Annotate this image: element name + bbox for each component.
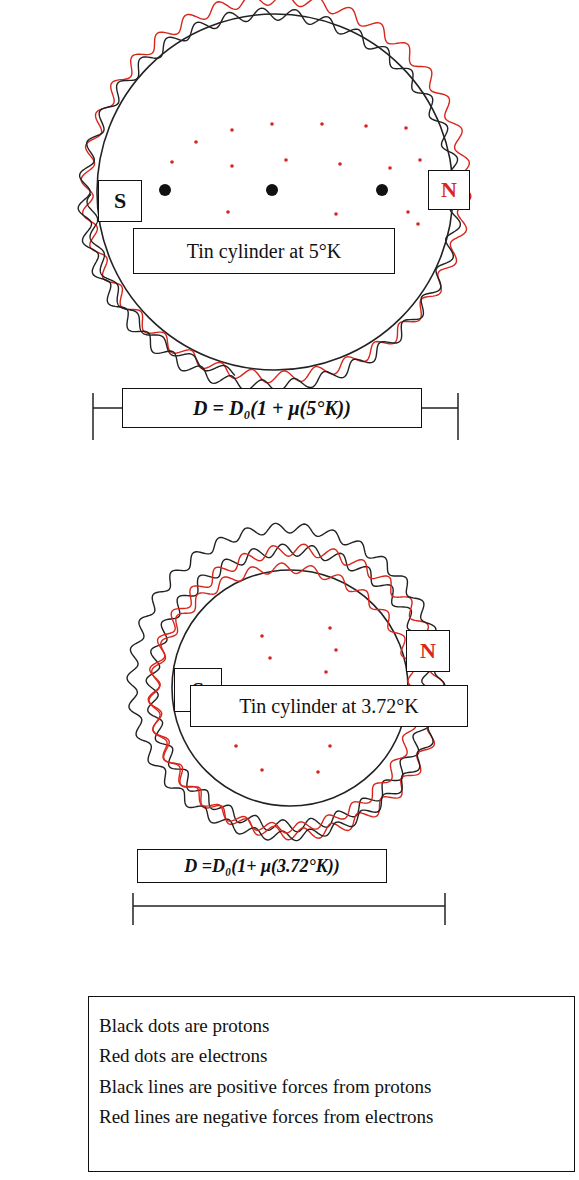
force-lines bbox=[78, 0, 471, 392]
legend-text: Black dots are protons bbox=[99, 1011, 269, 1041]
pole-box: S bbox=[98, 180, 142, 222]
electron-dot bbox=[270, 122, 274, 126]
electron-dot bbox=[170, 160, 174, 164]
electron-dot bbox=[320, 122, 324, 126]
electron-dot bbox=[268, 656, 272, 660]
dimension-tick bbox=[457, 393, 459, 440]
box-text: D = D₀(1 + μ(5°K)) bbox=[193, 397, 351, 420]
electron-dot bbox=[194, 140, 198, 144]
electron-dot bbox=[284, 158, 288, 162]
electron-dot bbox=[334, 212, 338, 216]
dimension-tick bbox=[444, 893, 446, 925]
box-text: N bbox=[441, 177, 457, 202]
legend-text: Red dots are electrons bbox=[99, 1041, 267, 1071]
electron-dot bbox=[260, 768, 264, 772]
legend-row: Red lines are negative forces from elect… bbox=[99, 1102, 564, 1132]
tin-cylinder-outline bbox=[97, 14, 453, 370]
dimension-line bbox=[133, 905, 445, 907]
electron-dot bbox=[418, 158, 422, 162]
electron-dot bbox=[334, 648, 338, 652]
electron-dot bbox=[260, 634, 264, 638]
box-text: S bbox=[114, 188, 126, 213]
label-box: Tin cylinder at 3.72°K bbox=[190, 685, 468, 727]
label-box: Tin cylinder at 5°K bbox=[133, 228, 395, 274]
electron-dot bbox=[406, 210, 410, 214]
formula-box: D = D₀(1 + μ(5°K)) bbox=[122, 388, 422, 428]
electron-dot bbox=[388, 166, 392, 170]
electron-dot bbox=[316, 770, 320, 774]
legend-row: Black dots are protons bbox=[99, 1011, 564, 1041]
electron-dot bbox=[338, 162, 342, 166]
electron-dot bbox=[328, 744, 332, 748]
pole-box: N bbox=[406, 630, 450, 672]
dimension-tick bbox=[92, 393, 94, 440]
electron-dot bbox=[230, 128, 234, 132]
electron-dot bbox=[416, 222, 420, 226]
electron-dot bbox=[230, 164, 234, 168]
force-line bbox=[78, 8, 462, 392]
legend-text: Black lines are positive forces from pro… bbox=[99, 1072, 431, 1102]
particles bbox=[159, 122, 422, 226]
proton-dot bbox=[376, 184, 388, 196]
legend-text: Red lines are negative forces from elect… bbox=[99, 1102, 433, 1132]
force-lines bbox=[127, 523, 445, 840]
electron-dot bbox=[328, 626, 332, 630]
legend-row: Red dots are electrons bbox=[99, 1041, 564, 1071]
electron-dot bbox=[226, 210, 230, 214]
box-text: Tin cylinder at 3.72°K bbox=[239, 695, 418, 718]
electron-dot bbox=[324, 670, 328, 674]
box-text: D =D₀(1+ μ(3.72°K)) bbox=[184, 856, 339, 877]
pole-box: N bbox=[428, 170, 470, 210]
dimension-tick bbox=[132, 893, 134, 925]
proton-dot bbox=[266, 184, 278, 196]
legend-box: Black dots are protonsRed dots are elect… bbox=[88, 996, 575, 1172]
box-text: N bbox=[420, 638, 436, 663]
electron-dot bbox=[364, 124, 368, 128]
box-text: Tin cylinder at 5°K bbox=[187, 240, 341, 263]
legend-row: Black lines are positive forces from pro… bbox=[99, 1072, 564, 1102]
force-line bbox=[81, 0, 471, 383]
force-line bbox=[127, 523, 445, 840]
formula-box: D =D₀(1+ μ(3.72°K)) bbox=[137, 849, 387, 883]
electron-dot bbox=[404, 126, 408, 130]
proton-dot bbox=[159, 184, 171, 196]
electron-dot bbox=[234, 744, 238, 748]
